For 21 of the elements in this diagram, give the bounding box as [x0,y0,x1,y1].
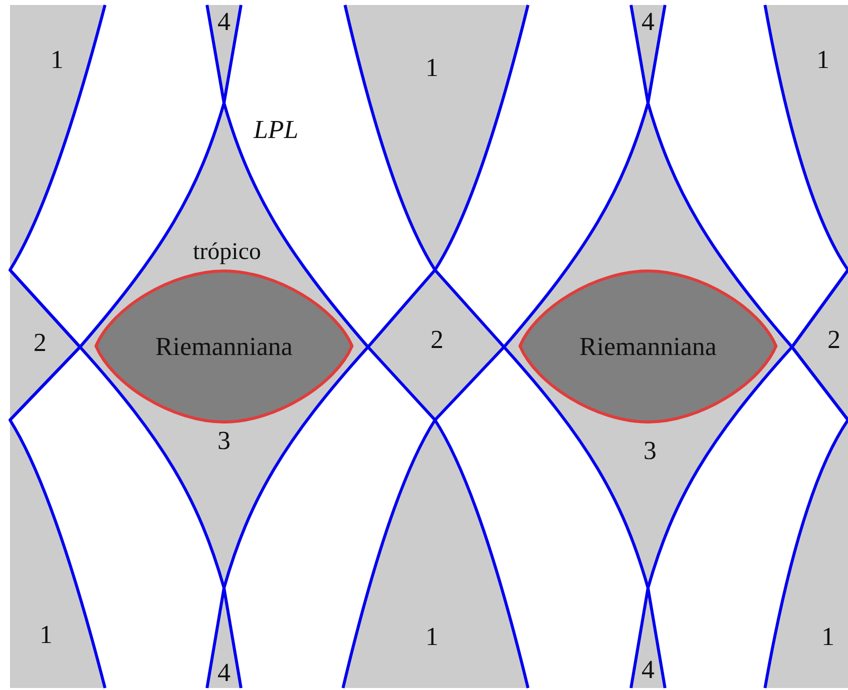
region-number: 1 [40,622,52,648]
region-number: 4 [642,9,654,35]
curve-label: LPL [254,117,298,143]
riemannian-region [516,268,780,425]
region-label: Riemanniana [155,334,293,360]
region-number: 1 [426,624,438,650]
region-number: 1 [822,624,834,650]
region-number: 2 [34,330,46,356]
curve-label: trópico [193,240,261,264]
region-label: Riemanniana [579,334,717,360]
riemannian-region [92,268,356,425]
region-number: 3 [644,438,656,464]
region-number: 4 [218,9,230,35]
region-number: 1 [426,55,438,81]
region-number: 1 [816,47,830,73]
region-number: 2 [430,327,444,353]
region-number: 4 [218,660,230,686]
region-number: 2 [828,327,840,353]
region-number: 1 [50,47,64,73]
region-number: 3 [218,428,230,454]
region-number: 4 [642,657,654,683]
